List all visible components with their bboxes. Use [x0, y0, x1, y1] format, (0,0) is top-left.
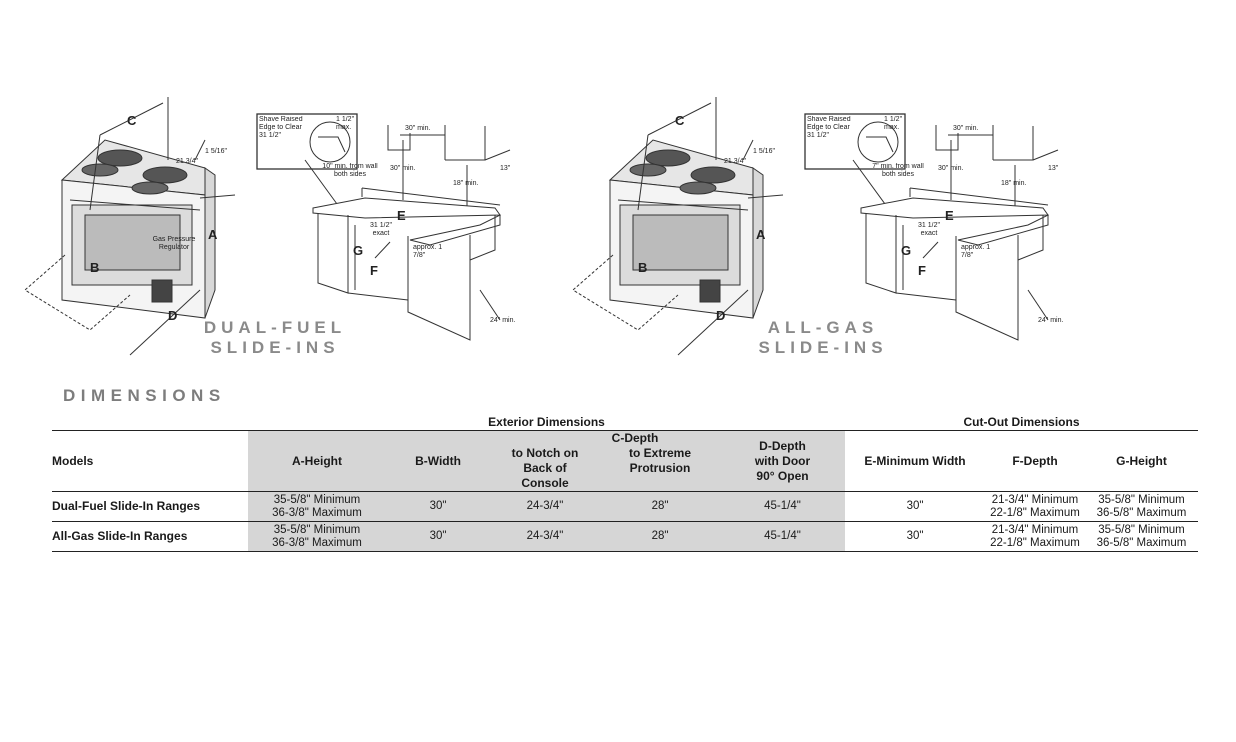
inset-note: Shave Raised Edge to Clear 31 1/2"	[259, 116, 303, 139]
wall-note-box: 7" min. from wall both sides	[872, 163, 924, 178]
c-depth-extreme: 28"	[600, 521, 720, 552]
diagram-set: C A B D 21 3/4" 1 5/16" Gas Pressure Reg…	[24, 97, 515, 357]
header-f-depth: F-Depth	[985, 430, 1085, 492]
dim-1-1-2-max-box: 1 1/2" max.	[884, 116, 903, 131]
c-depth-notch: 24-3/4"	[490, 491, 600, 522]
label-d: D	[716, 308, 725, 323]
inset-note-box: Shave Raised Edge to Clear 31 1/2"	[807, 116, 851, 139]
dim-21-3-4: 21 3/4"	[176, 158, 198, 165]
label-g: G	[901, 243, 911, 258]
range-illustration	[572, 97, 784, 356]
dim-approx: approx. 1 7/8"	[413, 244, 443, 259]
header-a-height: A-Height	[248, 430, 386, 492]
series-subtitle: SLIDE-INS	[758, 338, 887, 357]
model-name: Dual-Fuel Slide-In Ranges	[52, 491, 248, 522]
header-c-group: C-Depth	[611, 431, 659, 445]
cabinet-cutout-illustration	[804, 113, 1059, 341]
label-c: C	[675, 113, 685, 128]
series-title: DUAL-FUEL	[204, 318, 346, 337]
wall-note: 7" min. from wall both sides	[872, 163, 924, 178]
dim-hood-width: 30" min.	[405, 125, 430, 132]
section-title: DIMENSIONS	[63, 386, 226, 405]
wall-note: 10" min. from wall both sides	[322, 163, 378, 178]
header-b-width: B-Width	[386, 430, 490, 492]
gas-regulator-label: Gas Pressure Regulator	[152, 236, 196, 251]
dim-31-1-2-exact: 31 1/2" exact	[370, 222, 392, 237]
gas-regulator-label-box: Gas Pressure Regulator	[152, 236, 196, 251]
header-e-width: E-Minimum Width	[845, 430, 985, 492]
range-illustration	[24, 97, 236, 356]
group-exterior: Exterior Dimensions	[248, 414, 845, 431]
label-e: E	[945, 208, 954, 223]
dim-approx-box: approx. 1 7/8"	[413, 244, 443, 259]
dim-1-5-16: 1 5/16"	[753, 148, 775, 155]
dim-24-min: 24" min.	[1038, 317, 1063, 324]
header-d-depth: D-Depth with Door 90° Open	[720, 430, 845, 492]
dim-13: 13"	[1048, 165, 1059, 172]
dim-30-min: 30" min.	[938, 165, 963, 172]
cabinet-cutout-illustration	[256, 113, 511, 341]
label-f: F	[918, 263, 926, 278]
b-width: 30"	[386, 491, 490, 522]
d-depth: 45-1/4"	[720, 491, 845, 522]
series-subtitle: SLIDE-INS	[210, 338, 339, 357]
dim-approx: approx. 1 7/8"	[961, 244, 991, 259]
model-name: All-Gas Slide-In Ranges	[52, 521, 248, 552]
dim-31-1-2-exact-box: 31 1/2" exact	[918, 222, 940, 237]
e-min-width: 30"	[845, 491, 985, 522]
dim-1-1-2-max-box: 1 1/2" max.	[336, 116, 355, 131]
label-a: A	[756, 227, 766, 242]
label-d: D	[168, 308, 177, 323]
dim-hood-width: 30" min.	[953, 125, 978, 132]
header-models: Models	[52, 430, 248, 492]
c-depth-extreme: 28"	[600, 491, 720, 522]
inset-note: Shave Raised Edge to Clear 31 1/2"	[807, 116, 851, 139]
series-title: ALL-GAS	[768, 318, 879, 337]
dim-1-5-16: 1 5/16"	[205, 148, 227, 155]
dim-13: 13"	[500, 165, 511, 172]
dim-30-min: 30" min.	[390, 165, 415, 172]
dim-24-min: 24" min.	[490, 317, 515, 324]
installation-diagrams: C A B D 21 3/4" 1 5/16" Gas Pressure Reg…	[24, 97, 1063, 357]
header-g-height: G-Height	[1085, 430, 1198, 492]
label-e: E	[397, 208, 406, 223]
dim-18-min: 18" min.	[1001, 180, 1026, 187]
inset-note-box: Shave Raised Edge to Clear 31 1/2"	[259, 116, 303, 139]
header-c-notch: to Notch on Back of Console	[511, 446, 579, 490]
label-b: B	[638, 260, 647, 275]
b-width: 30"	[386, 521, 490, 552]
dim-approx-box: approx. 1 7/8"	[961, 244, 991, 259]
dim-1-1-2-max: 1 1/2" max.	[336, 116, 355, 131]
c-depth-notch: 24-3/4"	[490, 521, 600, 552]
label-c: C	[127, 113, 137, 128]
dim-1-1-2-max: 1 1/2" max.	[884, 116, 903, 131]
dim-31-1-2-exact: 31 1/2" exact	[918, 222, 940, 237]
d-depth: 45-1/4"	[720, 521, 845, 552]
label-f: F	[370, 263, 378, 278]
dim-18-min: 18" min.	[453, 180, 478, 187]
label-g: G	[353, 243, 363, 258]
label-b: B	[90, 260, 99, 275]
header-c-extreme: to Extreme Protrusion	[628, 446, 692, 475]
header-c-depth: C-Depth to Notch on Back of Console to E…	[490, 430, 720, 492]
dim-21-3-4: 21 3/4"	[724, 158, 746, 165]
dim-31-1-2-exact-box: 31 1/2" exact	[370, 222, 392, 237]
label-a: A	[208, 227, 218, 242]
dimensions-table: Exterior Dimensions Cut-Out Dimensions M…	[52, 414, 1198, 552]
group-cutout: Cut-Out Dimensions	[845, 414, 1198, 431]
wall-note-box: 10" min. from wall both sides	[322, 163, 378, 178]
diagram-set: C A B D 21 3/4" 1 5/16"	[572, 97, 1063, 357]
table-row: Dual-Fuel Slide-In Ranges 35-5/8" Minimu…	[52, 491, 1198, 522]
e-min-width: 30"	[845, 521, 985, 552]
